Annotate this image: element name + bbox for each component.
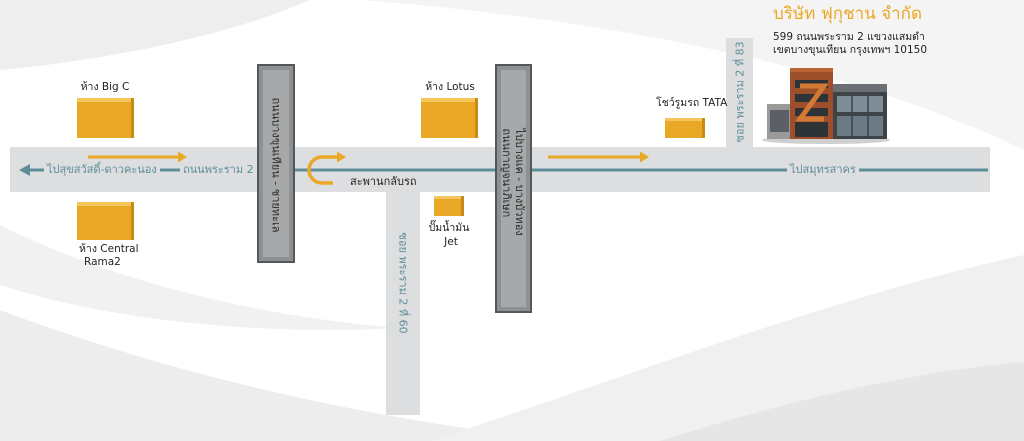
building-z-logo bbox=[795, 83, 829, 122]
soi-83-label: ซอย พระราม 2 ที่ 83 bbox=[733, 41, 747, 143]
lotus-landmark-icon bbox=[421, 98, 478, 138]
kanchanaphisek-road-inner bbox=[501, 70, 526, 307]
swoosh-top-right bbox=[360, 0, 1024, 150]
box-side bbox=[131, 202, 134, 240]
box-top bbox=[665, 118, 705, 121]
swoosh-bottom-right-inner bbox=[660, 362, 1024, 441]
u-turn-path bbox=[307, 155, 337, 185]
arrow-right-icon bbox=[88, 151, 187, 163]
company-address-line-2: เขตบางขุนเทียน กรุงเทพฯ 10150 bbox=[773, 44, 927, 56]
swoosh-mid-left bbox=[0, 225, 400, 330]
u-turn-label: สะพานกลับรถ bbox=[350, 175, 417, 188]
box-face bbox=[77, 98, 134, 138]
lotus-label: ห้าง Lotus bbox=[425, 81, 475, 93]
kanchanaphisek-name: ถนนกาญจนาภิเษก bbox=[500, 128, 513, 218]
kanchanaphisek-road-label: ไปบางแค - บางบัวทอง ถนนกาญจนาภิเษก bbox=[500, 128, 526, 235]
soi-60-road bbox=[386, 190, 420, 415]
direction-right-label: ไปสมุทรสาคร bbox=[787, 163, 859, 177]
central-landmark-icon bbox=[77, 202, 134, 240]
building-left-wing-window bbox=[770, 110, 789, 132]
box-side bbox=[475, 98, 478, 138]
box-top bbox=[77, 202, 134, 206]
swoosh-top-left bbox=[0, 0, 310, 70]
box-side bbox=[461, 196, 464, 216]
box-face bbox=[77, 202, 134, 240]
big-c-landmark-icon bbox=[77, 98, 134, 138]
box-face bbox=[434, 196, 464, 216]
building-tower-glass bbox=[795, 94, 828, 102]
central-label-line-1: ห้าง Central bbox=[79, 243, 139, 255]
box-face bbox=[421, 98, 478, 138]
bangkhuntien-road-label: ถนนบางขุนเทียน - ชายทะเล bbox=[269, 97, 283, 233]
jet-label-line-1: ปั๊มน้ำมัน bbox=[428, 222, 470, 234]
kanchanaphisek-direction: ไปบางแค - บางบัวทอง bbox=[513, 128, 526, 236]
big-c-label: ห้าง Big C bbox=[80, 81, 130, 93]
tata-showroom-landmark-icon bbox=[665, 118, 705, 138]
box-top bbox=[421, 98, 478, 102]
company-name: บริษัท ฟุกุชาน จำกัด bbox=[773, 4, 923, 24]
company-building-icon bbox=[762, 68, 890, 144]
arrow-head bbox=[178, 151, 187, 163]
building-tower-roof bbox=[790, 68, 833, 73]
box-side bbox=[131, 98, 134, 138]
box-side bbox=[702, 118, 705, 138]
building-right-glass-lower bbox=[837, 116, 883, 136]
central-label-line-2: Rama2 bbox=[84, 256, 121, 268]
company-address-line-1: 599 ถนนพระราม 2 แขวงแสมดำ bbox=[773, 31, 925, 43]
building-right-roof bbox=[833, 84, 887, 92]
jet-label-line-2: Jet bbox=[444, 236, 458, 248]
u-turn-arrow-icon bbox=[307, 151, 346, 185]
tata-showroom-label: โชว์รูมรถ TATA bbox=[656, 97, 728, 109]
soi-60-label: ซอย พระราม 2 ที่ 60 bbox=[396, 232, 410, 334]
arrow-left-icon bbox=[19, 164, 30, 176]
u-turn-arrow-head bbox=[337, 151, 346, 163]
jet-station-landmark-icon bbox=[434, 196, 464, 216]
bangkhuntien-road-inner bbox=[263, 70, 289, 257]
direction-left-label: ไปสุขสวัสดิ์-ดาวคะนอง bbox=[44, 163, 160, 177]
kanchanaphisek-road bbox=[495, 64, 532, 313]
bangkhuntien-road bbox=[257, 64, 295, 263]
swoosh-bottom-left bbox=[0, 310, 570, 441]
box-top bbox=[77, 98, 134, 102]
building-right-glass-upper bbox=[837, 96, 883, 112]
soi-83-road bbox=[726, 38, 753, 149]
arrow-head bbox=[640, 151, 649, 163]
box-face bbox=[665, 118, 705, 138]
box-top bbox=[434, 196, 464, 199]
building-tower-glass bbox=[795, 122, 828, 137]
arrow-right-icon bbox=[548, 151, 649, 163]
main-road-name: ถนนพระราม 2 bbox=[180, 163, 257, 177]
building-tower-glass bbox=[795, 108, 828, 116]
